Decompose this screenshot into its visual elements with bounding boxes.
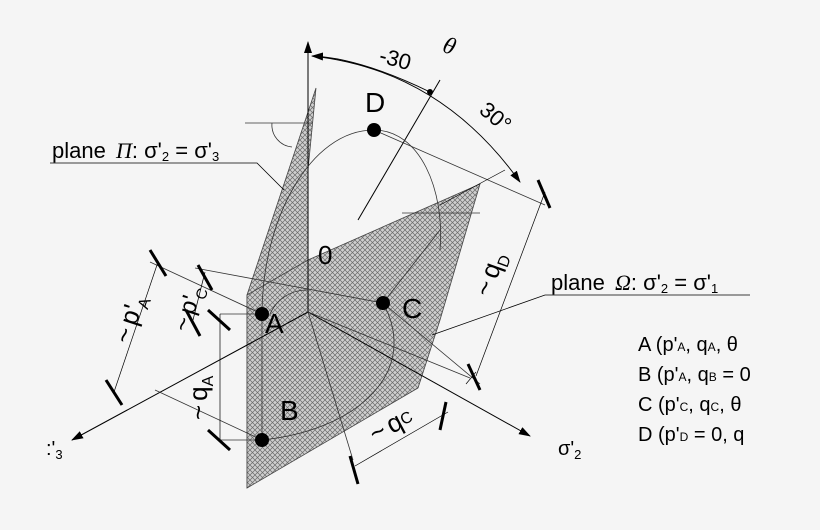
legend-item-d: D (p'D = 0, q xyxy=(638,424,744,446)
dim-pA: ~p'A xyxy=(107,290,155,348)
origin-label: 0 xyxy=(318,240,332,270)
point-c xyxy=(376,296,390,310)
svg-text:~p'C: ~p'C xyxy=(168,282,212,336)
legend-item-b: B (p'A, qB = 0 xyxy=(638,364,751,386)
angle-neg-label: -30 xyxy=(377,43,414,75)
coordinates-legend: A (p'A, qA, θ B (p'A, qB = 0 C (p'C, qC,… xyxy=(638,334,751,446)
leader-lines xyxy=(50,162,750,336)
svg-text:~p'A: ~p'A xyxy=(107,290,155,348)
theta-arc xyxy=(311,52,521,183)
dim-qA: ~qA xyxy=(183,375,217,420)
label-a: A xyxy=(265,308,284,339)
theta-axis xyxy=(357,79,441,221)
points xyxy=(255,123,390,447)
angle-pos-label: 30° xyxy=(475,97,517,138)
sigma2-label: σ'2 xyxy=(558,438,581,462)
dim-pC: ~p'C xyxy=(168,282,212,336)
point-d xyxy=(367,123,381,137)
sigma2-axis xyxy=(307,311,531,437)
axes xyxy=(71,41,531,441)
legend-item-a: A (p'A, qA, θ xyxy=(638,334,738,356)
point-b xyxy=(255,433,269,447)
legend-item-c: C (p'C, qC, θ xyxy=(638,394,741,416)
sigma3-label: :'3 xyxy=(46,438,63,462)
plane-omega-label: plane Ω: σ'2 = σ'1 xyxy=(551,270,718,298)
dimension-lines xyxy=(104,169,552,485)
legend-crop-mask xyxy=(772,320,820,460)
svg-text:~qA: ~qA xyxy=(183,375,217,420)
svg-text:~qD: ~qD xyxy=(467,247,514,301)
dim-qD: ~qD xyxy=(467,247,514,301)
point-a xyxy=(255,307,269,321)
label-c: C xyxy=(402,293,422,324)
sigma3-axis xyxy=(71,311,309,441)
plane-pi-label: plane Π: σ'2 = σ'3 xyxy=(52,138,219,166)
label-b: B xyxy=(280,395,299,426)
label-d: D xyxy=(365,87,385,118)
theta-symbol: θ xyxy=(440,30,460,59)
